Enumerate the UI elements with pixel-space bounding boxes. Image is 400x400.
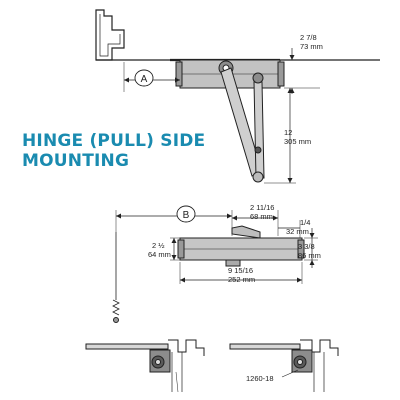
dim-width-mm: 68 mm — [250, 212, 273, 221]
dim-left-frac: 2 ½ — [152, 241, 165, 250]
body-endcap-left — [175, 61, 183, 87]
side-valve — [225, 259, 241, 267]
bottom-right-view — [229, 339, 339, 392]
bl-hatch — [175, 371, 179, 393]
dim-length-mm: 252 mm — [228, 275, 255, 284]
forearm — [253, 81, 265, 179]
chain-end — [113, 317, 119, 323]
top-view — [95, 9, 380, 184]
arm-joint — [254, 146, 262, 154]
arm-elbow — [252, 171, 264, 183]
dim-top-mm: 73 mm — [300, 42, 323, 51]
dim-right-mm: 86 mm — [298, 251, 321, 260]
part-label: 1260-18 — [246, 374, 274, 383]
dim-width-frac: 2 11/16 — [250, 203, 274, 212]
br-leader — [281, 369, 299, 378]
br-frame-profile — [300, 339, 339, 356]
dim-arm-whole: 12 — [284, 128, 292, 137]
br-pinion-center — [297, 359, 303, 365]
dim-width-arrows — [232, 215, 278, 221]
br-arm-bar — [229, 343, 301, 350]
dim-left-mm: 64 mm — [148, 250, 171, 259]
dim-top-frac: 2 7/8 — [300, 33, 317, 42]
callout-a-label: A — [141, 74, 148, 85]
dim-top-arrows — [289, 55, 295, 93]
side-view — [112, 205, 318, 323]
bottom-left-view — [85, 339, 205, 393]
bl-frame-profile — [168, 339, 205, 356]
hanging-chain — [112, 299, 120, 316]
bl-arm-bar — [85, 343, 169, 350]
dim-left-arrows — [171, 238, 177, 260]
body-endcap-right — [277, 61, 285, 87]
dim-right-frac: 3 3/8 — [298, 242, 315, 251]
dim-quarter-frac: 1/4 — [300, 218, 310, 227]
heading-line-2: MOUNTING — [22, 151, 130, 171]
side-arm — [231, 225, 261, 239]
callout-a-circle — [134, 69, 154, 87]
frame-profile-inner — [99, 14, 121, 57]
bl-pinion-center — [155, 359, 161, 365]
dim-quarter-mm: 32 mm — [286, 227, 309, 236]
heading-line-1: HINGE (PULL) SIDE — [22, 131, 206, 151]
side-endcap-left — [177, 239, 185, 259]
arm-shoe — [252, 72, 264, 84]
side-endcap-right — [297, 239, 305, 259]
dim-arm-mm: 305 mm — [284, 137, 311, 146]
callout-b-circle — [176, 205, 196, 223]
callout-b-label: B — [183, 210, 190, 221]
dim-length-frac: 9 15/16 — [228, 266, 253, 275]
